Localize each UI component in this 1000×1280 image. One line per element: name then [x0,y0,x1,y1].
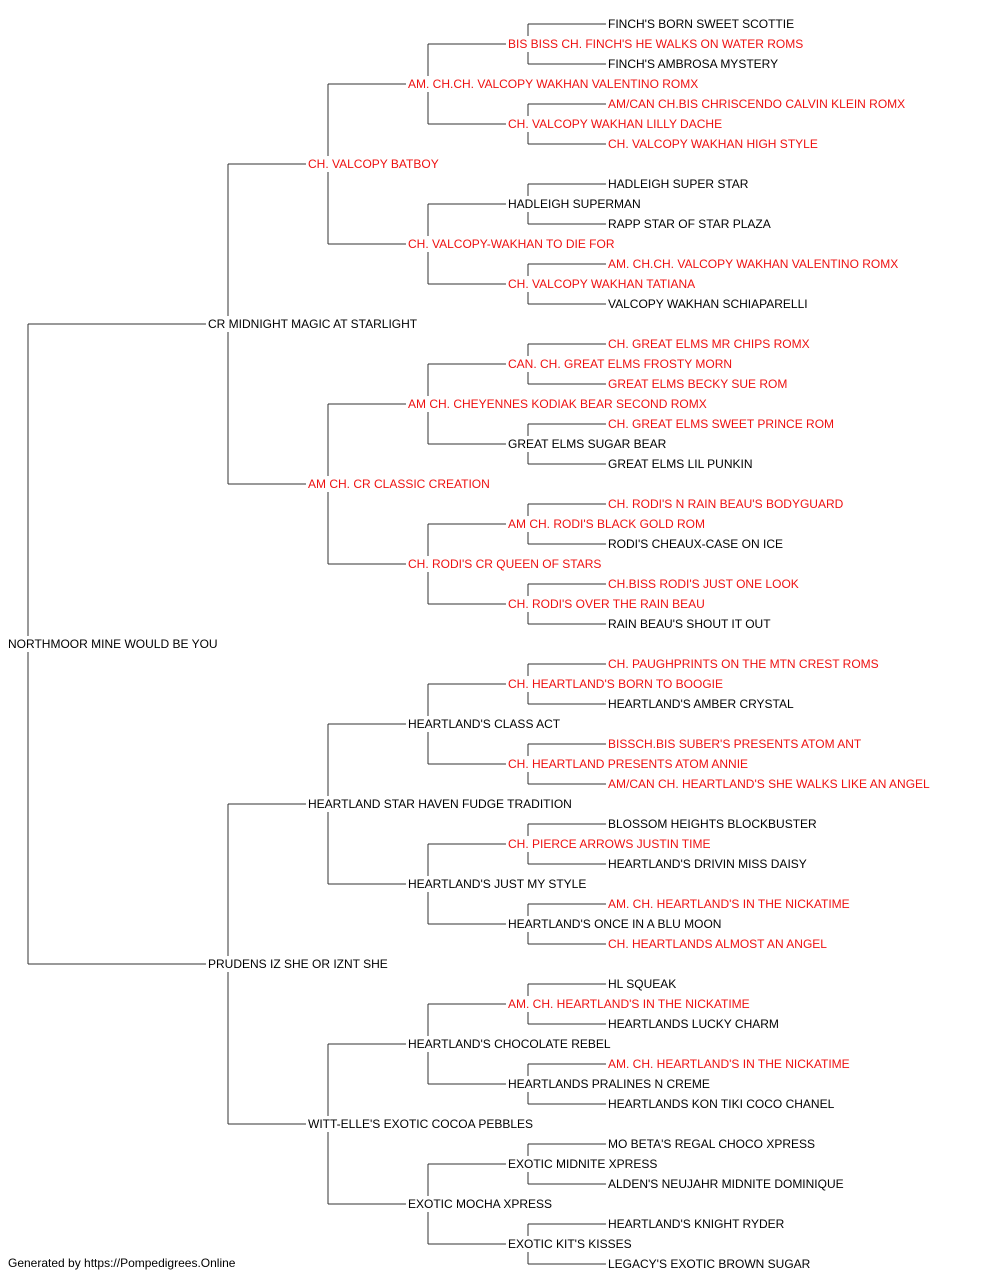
sire-name: BIS BISS CH. FINCH'S HE WALKS ON WATER R… [508,37,803,51]
dam-name: EXOTIC MOCHA XPRESS [408,1197,552,1211]
sire-name: FINCH'S BORN SWEET SCOTTIE [608,17,794,31]
dam-name: ALDEN'S NEUJAHR MIDNITE DOMINIQUE [608,1177,844,1191]
dam-name: CH. VALCOPY WAKHAN HIGH STYLE [608,137,818,151]
sire-name: HEARTLAND STAR HAVEN FUDGE TRADITION [308,797,572,811]
sire-name: CH. PAUGHPRINTS ON THE MTN CREST ROMS [608,657,879,671]
subject-name: NORTHMOOR MINE WOULD BE YOU [8,637,218,651]
dam-name: CH. VALCOPY WAKHAN LILLY DACHE [508,117,722,131]
dam-name: HEARTLANDS LUCKY CHARM [608,1017,779,1031]
sire-name: HEARTLAND'S KNIGHT RYDER [608,1217,785,1231]
dam-name: HEARTLAND'S AMBER CRYSTAL [608,697,794,711]
dam-name: CH. RODI'S OVER THE RAIN BEAU [508,597,705,611]
sire-name: AM CH. RODI'S BLACK GOLD ROM [508,517,705,531]
sire-name: AM. CH. HEARTLAND'S IN THE NICKATIME [508,997,750,1011]
dam-name: PRUDENS IZ SHE OR IZNT SHE [208,957,388,971]
sire-name: CH. HEARTLAND'S BORN TO BOOGIE [508,677,723,691]
dam-name: HEARTLAND'S JUST MY STYLE [408,877,586,891]
dam-name: RAPP STAR OF STAR PLAZA [608,217,771,231]
sire-name: CH. GREAT ELMS MR CHIPS ROMX [608,337,810,351]
sire-name: CH.BISS RODI'S JUST ONE LOOK [608,577,799,591]
dam-name: HEARTLANDS KON TIKI COCO CHANEL [608,1097,835,1111]
sire-name: HEARTLAND'S CHOCOLATE REBEL [408,1037,611,1051]
sire-name: HL SQUEAK [608,977,676,991]
dam-name: CH. HEARTLANDS ALMOST AN ANGEL [608,937,827,951]
dam-name: FINCH'S AMBROSA MYSTERY [608,57,778,71]
sire-name: HADLEIGH SUPER STAR [608,177,749,191]
dam-name: WITT-ELLE'S EXOTIC COCOA PEBBLES [308,1117,533,1131]
dam-name: HEARTLAND'S ONCE IN A BLU MOON [508,917,721,931]
dam-name: CH. RODI'S CR QUEEN OF STARS [408,557,601,571]
dam-name: EXOTIC KIT'S KISSES [508,1237,632,1251]
footer-credit: Generated by https://Pompedigrees.Online [8,1256,236,1270]
sire-name: CH. PIERCE ARROWS JUSTIN TIME [508,837,710,851]
sire-name: AM/CAN CH.BIS CHRISCENDO CALVIN KLEIN RO… [608,97,905,111]
sire-name: AM. CH.CH. VALCOPY WAKHAN VALENTINO ROMX [608,257,898,271]
dam-name: GREAT ELMS BECKY SUE ROM [608,377,787,391]
dam-name: GREAT ELMS LIL PUNKIN [608,457,753,471]
sire-name: CAN. CH. GREAT ELMS FROSTY MORN [508,357,732,371]
sire-name: EXOTIC MIDNITE XPRESS [508,1157,657,1171]
sire-name: AM. CH. HEARTLAND'S IN THE NICKATIME [608,897,850,911]
sire-name: AM. CH. HEARTLAND'S IN THE NICKATIME [608,1057,850,1071]
dam-name: CH. VALCOPY WAKHAN TATIANA [508,277,695,291]
sire-name: AM CH. CHEYENNES KODIAK BEAR SECOND ROMX [408,397,707,411]
dam-name: HEARTLAND'S DRIVIN MISS DAISY [608,857,807,871]
sire-name: BISSCH.BIS SUBER'S PRESENTS ATOM ANT [608,737,862,751]
dam-name: CH. HEARTLAND PRESENTS ATOM ANNIE [508,757,748,771]
dam-name: VALCOPY WAKHAN SCHIAPARELLI [608,297,808,311]
sire-name: CH. RODI'S N RAIN BEAU'S BODYGUARD [608,497,844,511]
sire-name: MO BETA'S REGAL CHOCO XPRESS [608,1137,815,1151]
sire-name: CH. GREAT ELMS SWEET PRINCE ROM [608,417,834,431]
sire-name: HEARTLAND'S CLASS ACT [408,717,561,731]
sire-name: CR MIDNIGHT MAGIC AT STARLIGHT [208,317,418,331]
sire-name: CH. VALCOPY BATBOY [308,157,439,171]
dam-name: CH. VALCOPY-WAKHAN TO DIE FOR [408,237,615,251]
sire-name: AM. CH.CH. VALCOPY WAKHAN VALENTINO ROMX [408,77,698,91]
dam-name: AM CH. CR CLASSIC CREATION [308,477,490,491]
dam-name: HEARTLANDS PRALINES N CREME [508,1077,710,1091]
dam-name: RAIN BEAU'S SHOUT IT OUT [608,617,771,631]
sire-name: HADLEIGH SUPERMAN [508,197,641,211]
dam-name: GREAT ELMS SUGAR BEAR [508,437,667,451]
sire-name: BLOSSOM HEIGHTS BLOCKBUSTER [608,817,817,831]
dam-name: RODI'S CHEAUX-CASE ON ICE [608,537,783,551]
dam-name: AM/CAN CH. HEARTLAND'S SHE WALKS LIKE AN… [608,777,930,791]
dam-name: LEGACY'S EXOTIC BROWN SUGAR [608,1257,811,1271]
